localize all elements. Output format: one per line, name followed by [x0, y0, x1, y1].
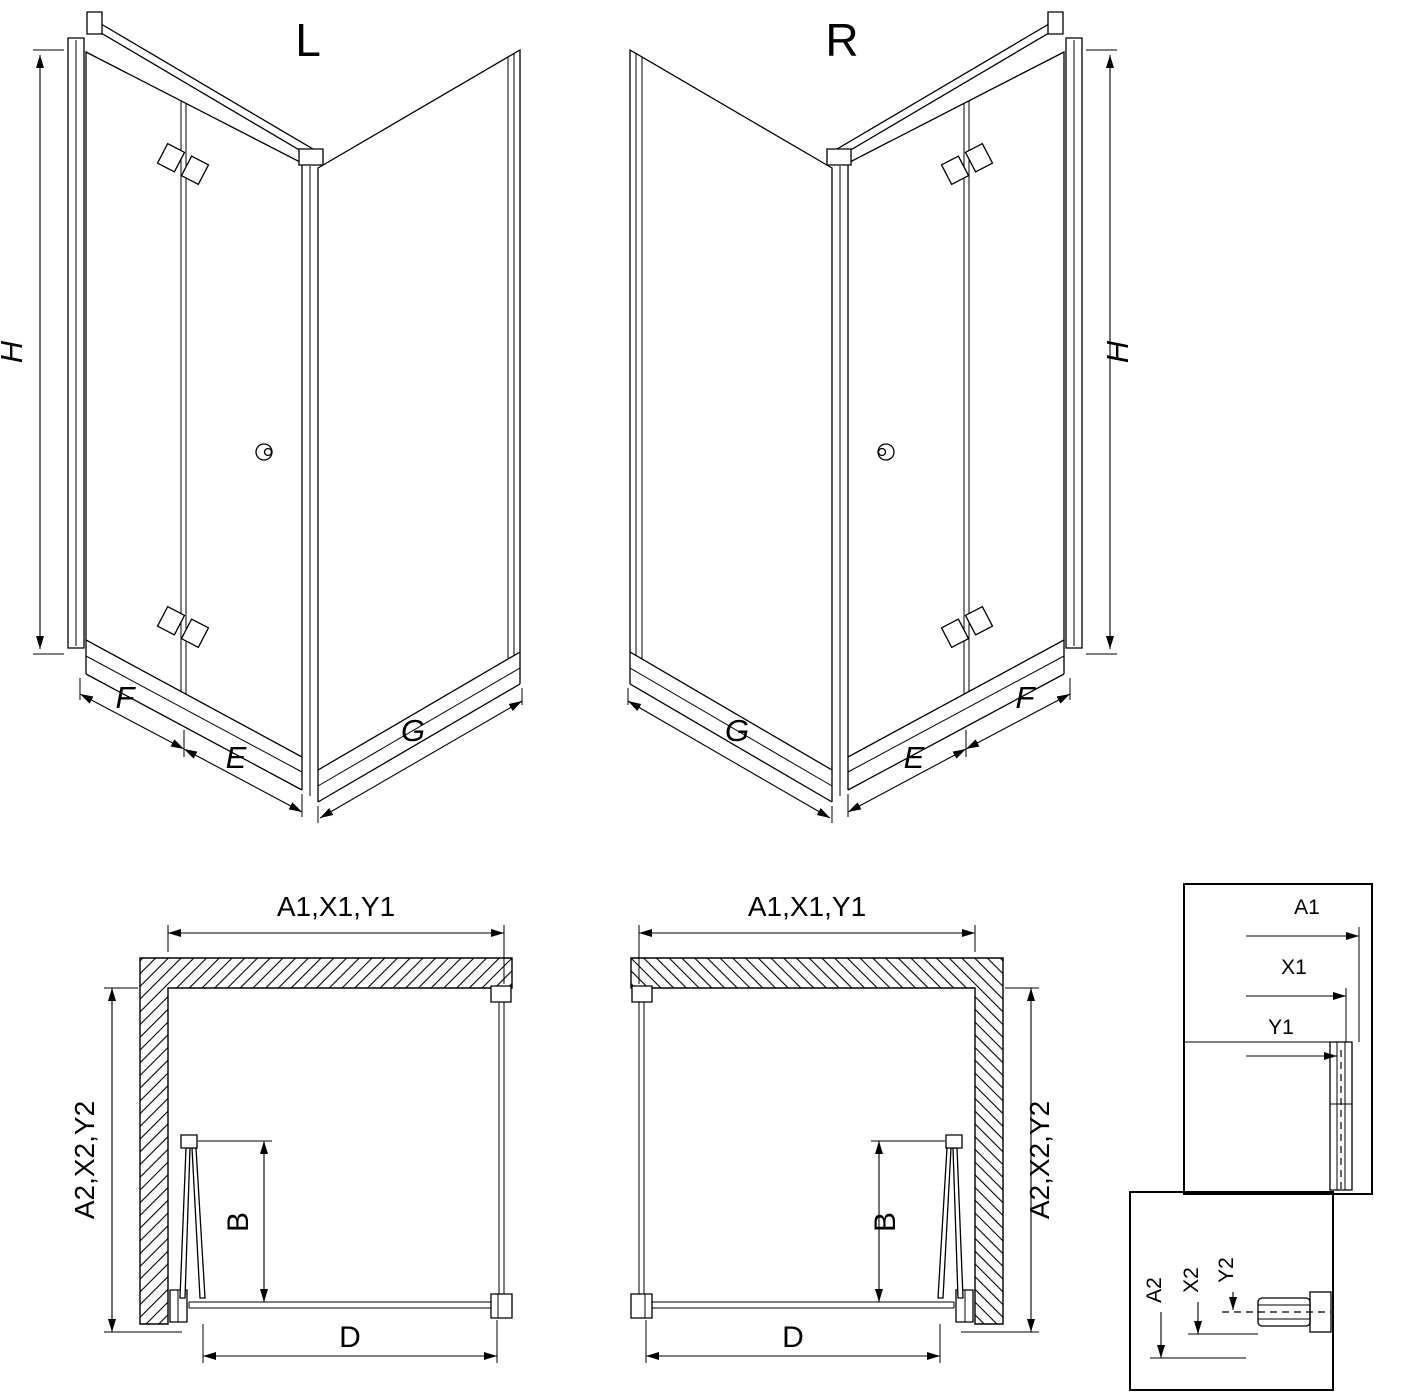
detail-label-a2: A2 [1143, 1277, 1166, 1303]
dim-label-door-panel-right: E [904, 740, 925, 775]
dim-label-entry-plan-right: D [782, 1321, 804, 1354]
dim-label-height-left: H [0, 340, 29, 363]
dim-label-width-plan-left: A1,X1,Y1 [277, 891, 395, 922]
detail-label-x1: X1 [1281, 956, 1307, 979]
iso-view-right [628, 12, 1117, 823]
detail-label-y2: Y2 [1215, 1257, 1238, 1283]
dim-label-fixed-panel-right: F [1016, 680, 1037, 715]
dim-label-fixed-panel-left: F [116, 680, 137, 715]
iso-view-left [33, 12, 522, 823]
dim-label-door-swing-plan-right: B [869, 1212, 902, 1232]
plan-view-left [104, 925, 512, 1363]
dim-label-height-right: H [1100, 340, 1135, 363]
variant-label-right: R [825, 14, 858, 66]
detail-label-a1: A1 [1294, 896, 1320, 919]
dim-label-side-panel-left: G [401, 713, 425, 748]
plan-view-right [631, 925, 1039, 1363]
dim-label-door-panel-left: E [226, 740, 247, 775]
variant-label-left: L [295, 14, 321, 66]
dim-label-depth-plan-left: A2,X2,Y2 [69, 1101, 100, 1219]
dim-label-depth-plan-right: A2,X2,Y2 [1024, 1101, 1055, 1219]
detail-box-width: A1 X1 Y1 [1183, 883, 1373, 1195]
detail-label-y1: Y1 [1268, 1016, 1294, 1039]
dim-label-entry-plan-left: D [339, 1321, 361, 1354]
detail-label-x2: X2 [1180, 1267, 1203, 1293]
dim-label-door-swing-plan-left: B [222, 1212, 255, 1232]
detail-box-depth: A2 X2 Y2 [1129, 1191, 1334, 1391]
dim-label-width-plan-right: A1,X1,Y1 [748, 891, 866, 922]
dim-label-side-panel-right: G [725, 713, 749, 748]
